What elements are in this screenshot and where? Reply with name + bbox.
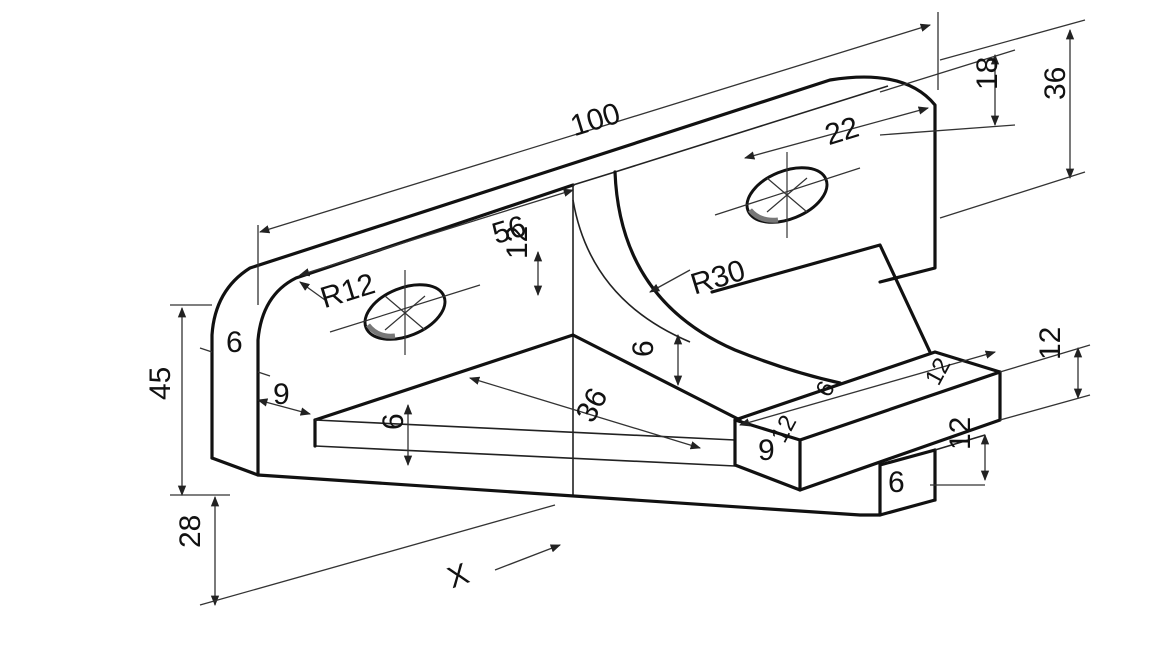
dim-label-6-base: 6	[377, 413, 410, 430]
bottom-edge	[210, 456, 937, 517]
r30-inner-edge	[572, 199, 691, 343]
dim-label-9-left: 9	[273, 378, 290, 411]
dim-label-foot-6: 6	[888, 466, 905, 499]
dim-label-6-left: 6	[226, 326, 243, 359]
dim-label-36-rib: 36	[570, 383, 615, 428]
dim-label-foot-12: 12	[944, 417, 977, 450]
left-hole-cross	[384, 295, 426, 331]
bottom-edge-upper	[314, 445, 736, 467]
dim-label-lug-h-12: 12	[1034, 327, 1067, 360]
dimension-labels: 100 56 22 18 36 R12 12 R30 6 9 6 6 36 45…	[144, 57, 1072, 595]
dim-label-r30: R30	[687, 254, 749, 302]
dim-label-18: 18	[971, 57, 1004, 90]
dim-label-lug-9: 9	[758, 434, 775, 467]
dim-label-12-hole: 12	[501, 226, 534, 259]
dim-label-36-right: 36	[1039, 67, 1072, 100]
foot-outline	[878, 448, 937, 517]
holes	[329, 152, 861, 355]
dim-label-22: 22	[821, 111, 863, 152]
lug-front	[733, 418, 802, 492]
rib-outline	[710, 243, 932, 354]
foot-inner	[934, 434, 986, 451]
back-plate-inner-edge	[256, 183, 575, 477]
dim-label-lug-12-right: 12	[920, 353, 956, 389]
dimension-lines	[170, 12, 1091, 607]
axis-label-x: X	[443, 557, 473, 595]
dim-label-100: 100	[567, 97, 625, 143]
dim-label-6-rib: 6	[627, 340, 660, 357]
dim-label-45: 45	[144, 367, 177, 400]
base-plate-top	[313, 333, 742, 422]
left-hole-shade	[366, 323, 396, 339]
dim-label-28: 28	[174, 515, 207, 548]
